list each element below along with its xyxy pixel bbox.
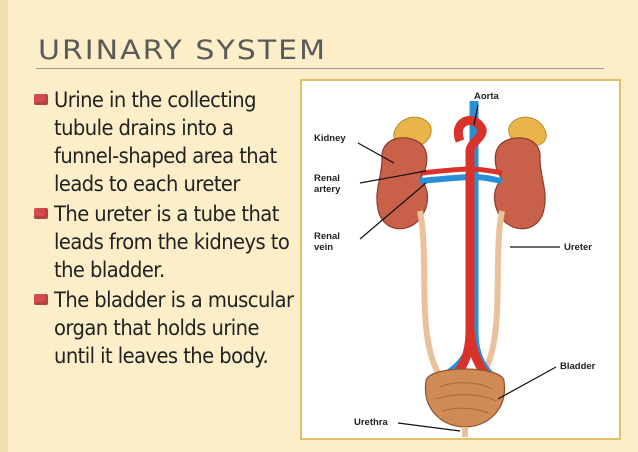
bullet-text: The bladder is a muscular organ that hol… [54, 288, 294, 368]
leader-urethra [397, 422, 461, 432]
leader-bladder [497, 366, 557, 400]
label-bladder: Bladder [560, 361, 596, 372]
bullet-marker-icon [34, 294, 48, 305]
bullet-marker-icon [34, 208, 48, 219]
bullet-item: The bladder is a muscular organ that hol… [32, 286, 300, 370]
bladder-texture [435, 382, 497, 414]
bladder [424, 368, 506, 428]
bullet-text: Urine in the collecting tubule drains in… [54, 88, 277, 196]
label-ureter: Ureter [564, 242, 592, 253]
label-renal-artery-line2: artery [314, 184, 341, 195]
leader-aorta [473, 104, 479, 126]
right-kidney [493, 137, 546, 230]
leader-renal-artery [359, 170, 427, 184]
bullet-item: Urine in the collecting tubule drains in… [32, 86, 300, 198]
urinary-diagram-svg: Aorta Kidney Renal artery Renal vein Ure… [314, 91, 596, 437]
label-aorta: Aorta [474, 91, 500, 102]
urinary-system-diagram: Aorta Kidney Renal artery Renal vein Ure… [300, 79, 621, 440]
label-urethra: Urethra [354, 417, 389, 428]
label-renal-artery-line1: Renal [314, 173, 340, 184]
bullet-text: The ureter is a tube that leads from the… [54, 202, 290, 282]
title-divider [36, 68, 604, 69]
label-renal-vein-line2: vein [314, 242, 333, 253]
leader-kidney [357, 142, 395, 164]
bullet-list: Urine in the collecting tubule drains in… [32, 86, 300, 372]
leader-renal-vein [359, 182, 427, 240]
bullet-marker-icon [34, 94, 48, 105]
left-ureter [417, 210, 455, 394]
left-renal-artery [419, 166, 471, 176]
right-renal-vein [473, 174, 503, 184]
slide-left-edge [0, 0, 8, 452]
label-kidney: Kidney [314, 133, 346, 144]
right-renal-artery [469, 166, 503, 176]
bullet-item: The ureter is a tube that leads from the… [32, 200, 300, 284]
label-renal-vein-line1: Renal [314, 231, 340, 242]
slide-title: URINARY SYSTEM [38, 34, 327, 67]
